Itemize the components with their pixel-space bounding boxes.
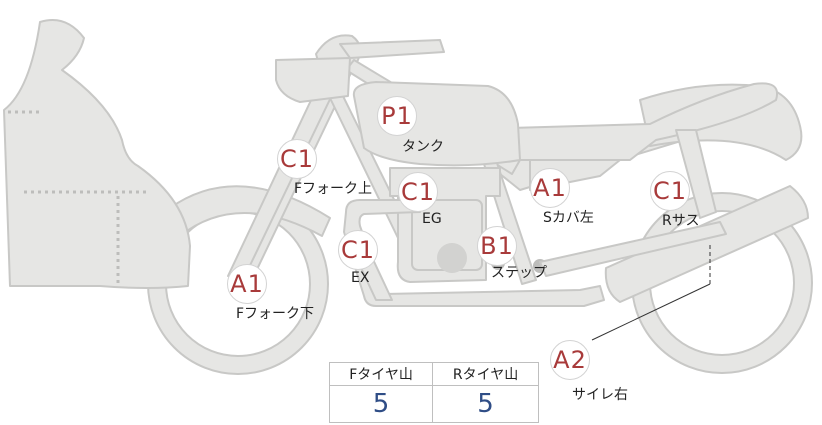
label-rear-suspension: Rサス <box>662 213 700 229</box>
rear-tread-header: Rタイヤ山 <box>432 362 539 386</box>
front-tread-value: 5 <box>328 385 434 423</box>
label-tank: タンク <box>402 139 444 155</box>
fairing <box>3 19 191 289</box>
silencer-leader <box>591 242 711 341</box>
grade-step: B1 <box>477 226 517 266</box>
label-side-cover-left: Sカバ左 <box>543 210 594 226</box>
label-fork-upper: Fフォーク上 <box>294 181 373 197</box>
muffler <box>604 185 809 303</box>
rear-tread-value: 5 <box>432 385 539 423</box>
grade-exhaust: C1 <box>338 230 378 270</box>
grade-tank: P1 <box>377 96 417 136</box>
label-silencer-right: サイレ右 <box>572 387 628 403</box>
label-fork-lower: Fフォーク下 <box>236 306 315 322</box>
grade-fork-lower: A1 <box>227 264 267 304</box>
rear-shock <box>675 129 717 219</box>
grade-rear-suspension: C1 <box>650 171 690 211</box>
tire-tread-table: Fタイヤ山 Rタイヤ山 5 5 <box>328 362 539 423</box>
label-exhaust: EX <box>351 270 370 286</box>
grade-fork-upper: C1 <box>277 139 317 179</box>
swingarm <box>539 221 727 277</box>
grade-side-cover-left: A1 <box>530 168 570 208</box>
label-engine: EG <box>422 211 442 227</box>
grade-engine: C1 <box>398 172 438 212</box>
label-step: ステップ <box>491 265 547 281</box>
grade-silencer-right: A2 <box>550 340 590 380</box>
exhaust-pipe <box>343 199 605 307</box>
front-tread-header: Fタイヤ山 <box>328 362 434 386</box>
